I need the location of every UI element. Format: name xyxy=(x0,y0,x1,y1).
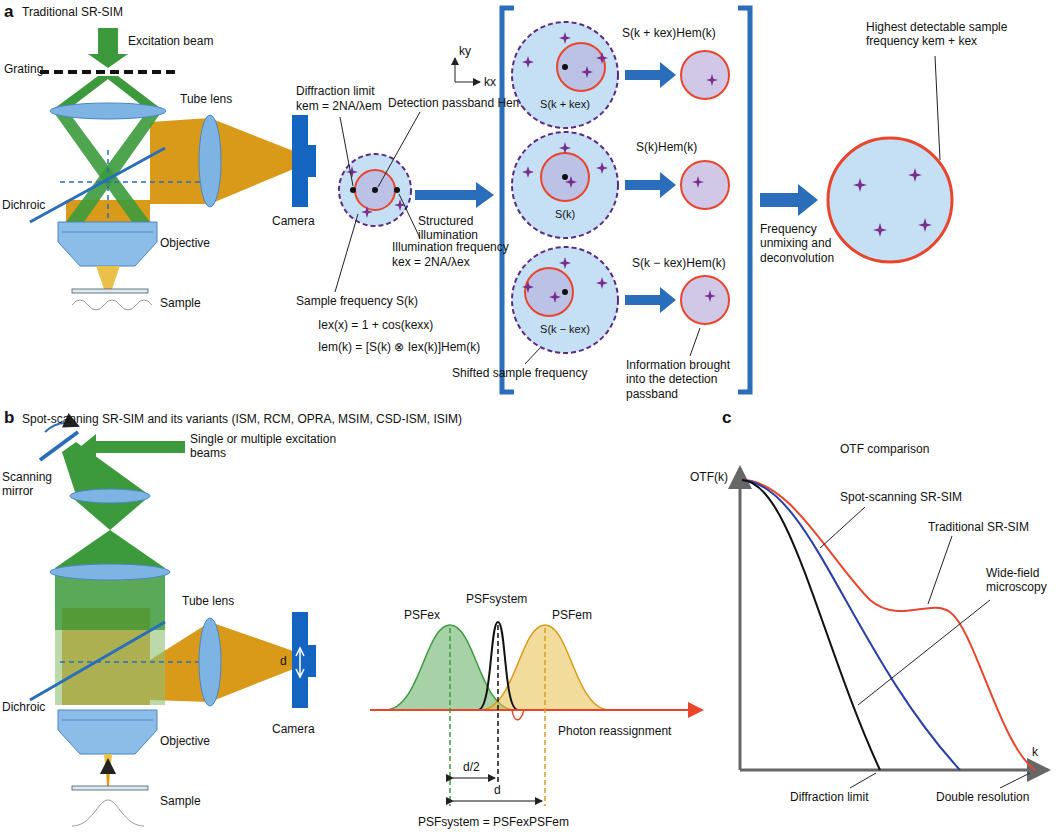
label: Shifted sample frequency xyxy=(452,366,587,380)
psf-plot xyxy=(370,622,702,806)
label: OTF(k) xyxy=(690,470,728,484)
frequency-circle: S(k + kex) xyxy=(510,20,620,130)
label: b xyxy=(4,408,14,428)
label: kex = 2NA/λex xyxy=(392,255,470,269)
circle-label: S(k − kex) xyxy=(540,323,590,335)
label: Excitation beam xyxy=(128,34,213,48)
label: PSFsystem = PSFexPSFem xyxy=(418,815,569,829)
label: Tube lens xyxy=(182,594,234,608)
label: PSFem xyxy=(552,608,592,622)
label: Information brought into the detection p… xyxy=(626,358,744,401)
label: a xyxy=(4,2,13,22)
otf-plot xyxy=(740,468,1048,788)
label: Wide-field microscopy xyxy=(986,566,1060,595)
label: Diffraction limit xyxy=(790,790,868,804)
label: Double resolution xyxy=(936,790,1029,804)
label: kem = 2NA/λem xyxy=(296,99,382,113)
frequency-circle: S(k − kex) xyxy=(510,245,620,355)
label: kx xyxy=(484,75,496,89)
label: d xyxy=(280,654,287,668)
label: d xyxy=(494,783,501,797)
label: S(k − kex)Hem(k) xyxy=(632,256,726,270)
label: Objective xyxy=(160,236,210,250)
label: Traditional SR-SIM xyxy=(928,520,1029,534)
label: ky xyxy=(459,44,471,58)
label: Detection passband Hem xyxy=(388,96,523,110)
label: Spot-scanning SR-SIM and its variants (I… xyxy=(22,412,462,426)
label: Iem(k) = [S(k) ⊗ Iex(k)]Hem(k) xyxy=(318,340,480,354)
label: Dichroic xyxy=(2,198,45,212)
label: c xyxy=(722,408,731,428)
label: Grating xyxy=(4,62,43,76)
label: Camera xyxy=(272,722,315,736)
label: Sample xyxy=(160,296,201,310)
label: Scanning mirror xyxy=(2,470,64,499)
label: Diffraction limit xyxy=(296,84,374,98)
sim-microscope xyxy=(30,28,316,310)
label: Traditional SR-SIM xyxy=(22,5,123,19)
label: Photon reassignment xyxy=(558,724,671,738)
label: Dichroic xyxy=(2,700,45,714)
circle-label: S(k + kex) xyxy=(540,98,590,110)
label: Sample frequency S(k) xyxy=(296,294,418,308)
label: Camera xyxy=(272,214,315,228)
label: Iex(x) = 1 + cos(kexx) xyxy=(318,318,433,332)
spot-scanning-microscope xyxy=(30,423,316,826)
label: OTF comparison xyxy=(840,442,929,456)
frequency-circle: S(k) xyxy=(510,130,620,240)
circle-outline xyxy=(510,20,620,130)
label: S(k)Hem(k) xyxy=(636,140,697,154)
circle-label: S(k) xyxy=(555,208,575,220)
label: d/2 xyxy=(463,760,480,774)
label: Sample xyxy=(160,794,201,808)
frequency-unmixing xyxy=(502,8,952,392)
label: Single or multiple excitation beams xyxy=(190,432,340,461)
label: Spot-scanning SR-SIM xyxy=(840,490,962,504)
circle-outline xyxy=(510,245,620,355)
label: Tube lens xyxy=(180,92,232,106)
label: PSFex xyxy=(404,608,440,622)
label: k xyxy=(1032,745,1038,759)
label: Objective xyxy=(160,734,210,748)
label: S(k + kex)Hem(k) xyxy=(622,26,716,40)
label: PSFsystem xyxy=(466,592,527,606)
label: Structured illumination xyxy=(418,214,498,243)
label: Highest detectable sample frequency kem … xyxy=(866,20,1056,49)
label: Illumination frequency xyxy=(392,240,509,254)
label: Frequency unmixing and deconvolution xyxy=(760,222,834,265)
circle-outline xyxy=(510,130,620,240)
